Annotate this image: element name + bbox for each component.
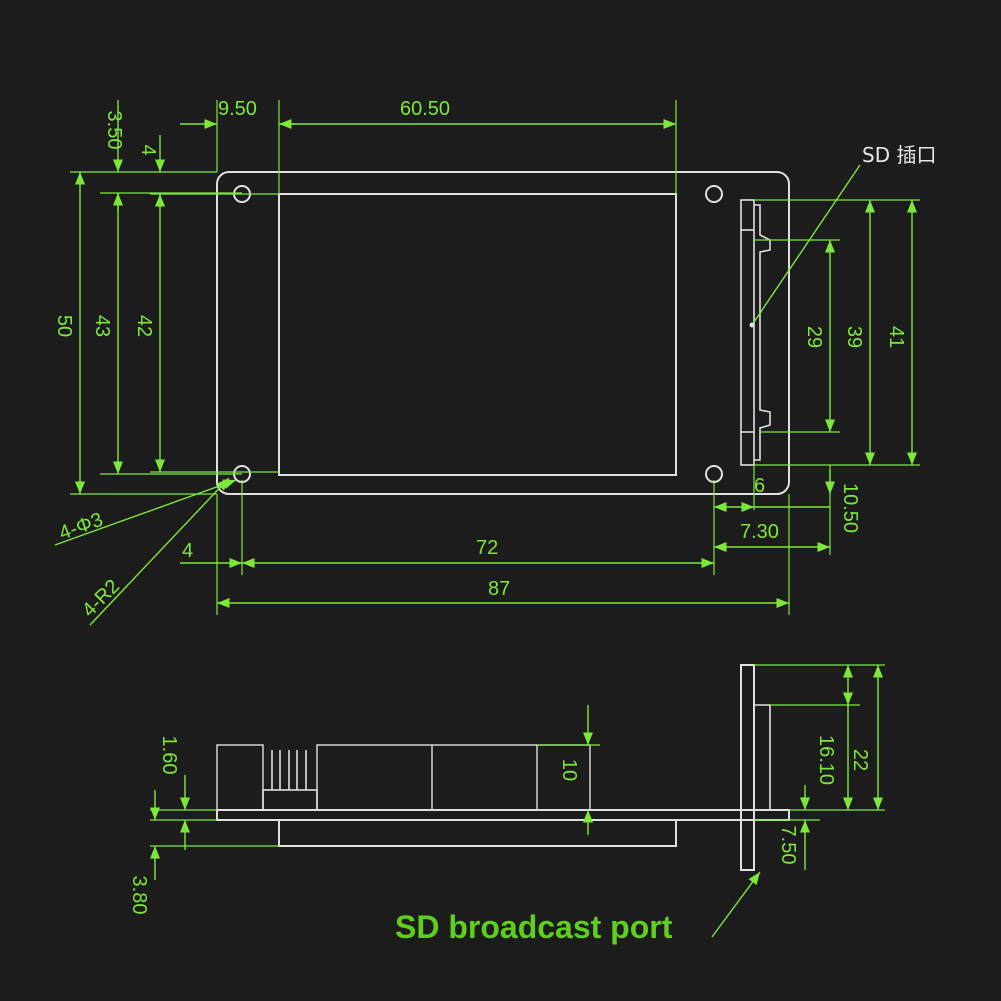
side-extension-lines (150, 664, 885, 847)
side-dimension-lines (149, 665, 884, 938)
leader-hole (54, 479, 237, 546)
label-87: 87 (488, 578, 510, 600)
label-43: 43 (91, 315, 113, 337)
label-7-30: 7.30 (740, 521, 779, 543)
label-1-60: 1.60 (158, 736, 180, 775)
side-pcb (216, 809, 790, 821)
label-3-50: 3.50 (103, 111, 125, 150)
label-41: 41 (885, 326, 907, 348)
leader-sd (751, 164, 861, 326)
mount-hole-br (705, 465, 723, 483)
label-hole: 4-Φ3 (56, 509, 106, 545)
leader-radius (89, 477, 230, 626)
label-radius: 4-R2 (78, 575, 124, 621)
label-22: 22 (849, 749, 871, 771)
side-pin-header (262, 750, 318, 811)
lcd-screen (278, 193, 677, 476)
side-component-left (216, 744, 264, 811)
label-72: 72 (476, 537, 498, 559)
side-lcd-module (278, 819, 677, 847)
label-42: 42 (133, 315, 155, 337)
top-view (216, 171, 790, 495)
label-10: 10 (558, 759, 580, 781)
sd-slot-connector (740, 199, 771, 466)
dimension-labels: 9.50 60.50 3.50 4 50 43 42 29 39 41 6 10… (53, 98, 936, 622)
dimension-lines (54, 100, 918, 626)
label-16-10: 16.10 (815, 735, 837, 785)
label-9-50: 9.50 (218, 98, 257, 120)
side-sd-bracket (740, 664, 755, 871)
label-4: 4 (137, 144, 159, 155)
side-view (216, 664, 790, 871)
label-6: 6 (754, 475, 765, 497)
leader-sd-port (711, 871, 761, 938)
label-29: 29 (803, 326, 825, 348)
label-7-50: 7.50 (777, 826, 799, 865)
label-60-50: 60.50 (400, 98, 450, 120)
label-10-50: 10.50 (839, 483, 861, 533)
sd-slot-label: SD 插口 (862, 143, 936, 167)
sd-slot-dot (749, 322, 755, 328)
label-4-bottom: 4 (182, 540, 193, 562)
sd-port-label: SD broadcast port (395, 909, 673, 945)
label-50: 50 (53, 315, 75, 337)
label-3-80: 3.80 (128, 876, 150, 915)
board-outline (216, 171, 790, 495)
side-components (316, 744, 591, 811)
side-dimension-labels: 1.60 10 3.80 16.10 22 7.50 SD broadcast … (128, 735, 871, 945)
label-39: 39 (843, 326, 865, 348)
mount-hole-tr (705, 185, 723, 203)
